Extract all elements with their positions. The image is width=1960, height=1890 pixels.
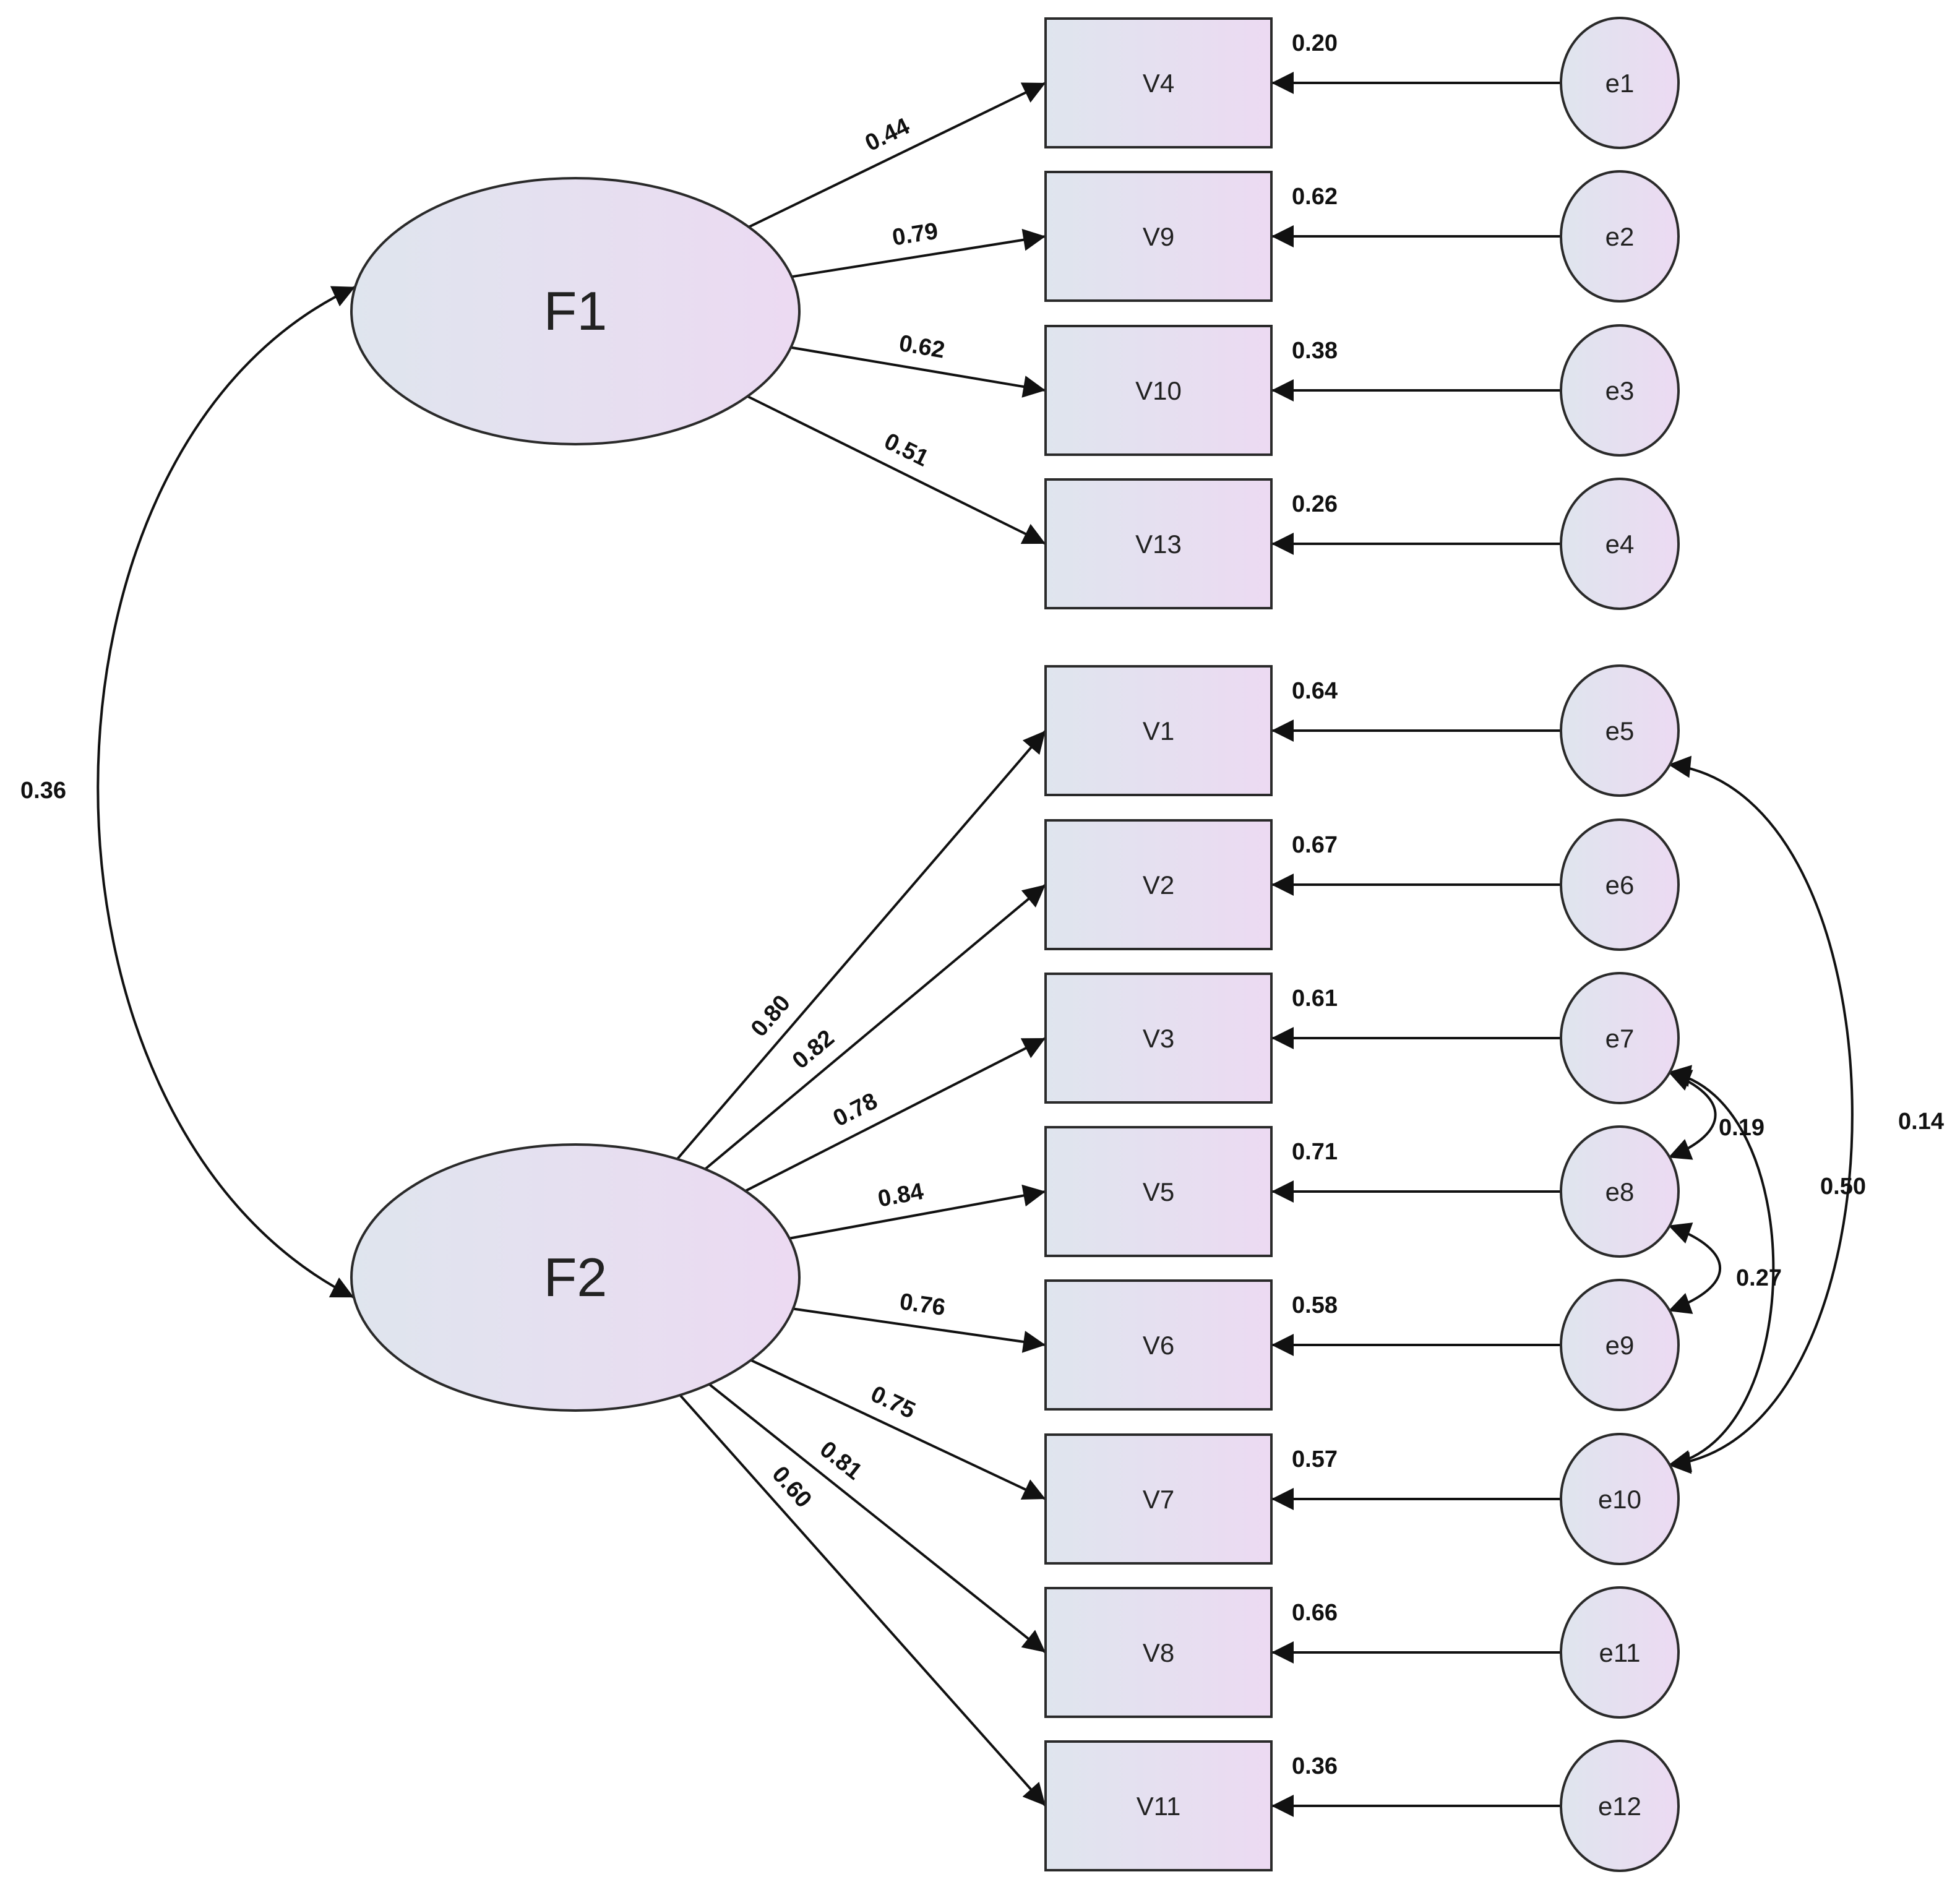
observed-V6 <box>1044 1279 1273 1411</box>
loading-label-V2: 0.82 <box>788 1025 840 1075</box>
error-label-e1: e1 <box>1605 69 1635 98</box>
observed-label-V10: V10 <box>1135 376 1182 405</box>
error-label-e12: e12 <box>1598 1792 1641 1821</box>
observed-V8 <box>1044 1587 1273 1718</box>
factor-F2 <box>350 1143 801 1412</box>
loading-label-V10: 0.62 <box>897 330 947 364</box>
observed-label-V7: V7 <box>1143 1485 1174 1514</box>
covariance-arc-e7-e8 <box>1667 1070 1717 1160</box>
loading-arrow-F2-V2 <box>704 883 1047 1171</box>
r-squared-label-V10: 0.38 <box>1292 338 1338 364</box>
loading-arrow-F1-V4 <box>748 82 1046 228</box>
r-squared-label-V13: 0.26 <box>1292 491 1338 517</box>
loading-arrow-F2-V5 <box>789 1184 1046 1240</box>
error-label-e11: e11 <box>1599 1638 1641 1667</box>
covariance-arc-e7-e10 <box>1668 1065 1775 1472</box>
loading-arrow-F2-V6 <box>793 1307 1046 1353</box>
covariance-label-F1-F2: 0.36 <box>20 778 66 804</box>
error-e7 <box>1560 972 1680 1104</box>
r-squared-label-V6: 0.58 <box>1292 1292 1338 1318</box>
error-e5 <box>1560 664 1680 797</box>
error-e8 <box>1560 1125 1680 1258</box>
loading-label-V8: 0.81 <box>815 1437 867 1485</box>
loading-label-V11: 0.60 <box>767 1461 817 1513</box>
error-e6 <box>1560 818 1680 951</box>
error-e12 <box>1560 1740 1680 1872</box>
error-e2 <box>1560 170 1680 303</box>
error-label-e8: e8 <box>1605 1177 1635 1206</box>
factor-label-F2: F2 <box>544 1247 608 1308</box>
loading-label-V5: 0.84 <box>876 1179 926 1213</box>
r-squared-label-V1: 0.64 <box>1292 678 1338 704</box>
loading-label-V1: 0.80 <box>746 990 796 1042</box>
observed-V2 <box>1044 819 1273 950</box>
loading-arrow-F2-V8 <box>708 1383 1047 1654</box>
observed-V1 <box>1044 665 1273 796</box>
error-label-e4: e4 <box>1605 530 1635 559</box>
r-squared-label-V9: 0.62 <box>1292 184 1338 210</box>
r-squared-label-V4: 0.20 <box>1292 30 1338 56</box>
loading-label-V9: 0.79 <box>890 218 940 251</box>
covariance-label-e8-e9: 0.27 <box>1736 1265 1782 1291</box>
observed-label-V4: V4 <box>1143 69 1174 98</box>
r-squared-label-V2: 0.67 <box>1292 832 1338 858</box>
covariance-label-e5-e10: 0.14 <box>1898 1109 1944 1135</box>
error-e3 <box>1560 324 1680 457</box>
observed-V9 <box>1044 171 1273 302</box>
observed-label-V8: V8 <box>1143 1638 1174 1667</box>
loading-label-V6: 0.76 <box>898 1289 947 1321</box>
error-label-e9: e9 <box>1605 1331 1635 1360</box>
observed-V7 <box>1044 1433 1273 1565</box>
observed-V13 <box>1044 478 1273 609</box>
loading-arrow-F1-V10 <box>790 346 1046 398</box>
covariance-label-e7-e10: 0.50 <box>1820 1174 1866 1200</box>
observed-label-V13: V13 <box>1135 530 1182 559</box>
observed-V3 <box>1044 973 1273 1104</box>
loading-arrow-F2-V11 <box>679 1394 1047 1807</box>
error-label-e3: e3 <box>1605 376 1635 405</box>
observed-label-V6: V6 <box>1143 1331 1174 1360</box>
error-e10 <box>1560 1433 1680 1565</box>
observed-label-V5: V5 <box>1143 1177 1174 1206</box>
observed-V11 <box>1044 1740 1273 1871</box>
error-e4 <box>1560 478 1680 610</box>
loading-arrow-F2-V3 <box>744 1037 1046 1192</box>
r-squared-label-V8: 0.66 <box>1292 1600 1338 1626</box>
error-label-e2: e2 <box>1605 222 1635 251</box>
error-label-e6: e6 <box>1605 870 1635 900</box>
observed-V4 <box>1044 17 1273 148</box>
loading-arrow-F2-V1 <box>676 729 1047 1160</box>
error-label-e7: e7 <box>1605 1024 1635 1053</box>
error-e11 <box>1560 1586 1680 1719</box>
factor-F1 <box>350 177 801 445</box>
factor-label-F1: F1 <box>544 280 608 341</box>
r-squared-label-V3: 0.61 <box>1292 986 1338 1012</box>
covariance-arc-e8-e9 <box>1667 1222 1722 1314</box>
observed-label-V1: V1 <box>1143 716 1174 745</box>
loading-arrow-F1-V9 <box>791 228 1046 278</box>
error-label-e10: e10 <box>1598 1485 1641 1514</box>
r-squared-label-V11: 0.36 <box>1292 1753 1338 1779</box>
covariance-arc-e5-e10 <box>1668 755 1854 1474</box>
covariance-arc-F1-F2 <box>97 285 356 1299</box>
r-squared-label-V5: 0.71 <box>1292 1139 1338 1165</box>
observed-label-V9: V9 <box>1143 222 1174 251</box>
observed-V5 <box>1044 1126 1273 1257</box>
observed-V10 <box>1044 325 1273 456</box>
observed-label-V2: V2 <box>1143 870 1174 900</box>
r-squared-label-V7: 0.57 <box>1292 1446 1338 1472</box>
observed-label-V3: V3 <box>1143 1024 1174 1053</box>
error-e1 <box>1560 17 1680 149</box>
loading-arrow-F2-V7 <box>750 1359 1046 1500</box>
covariance-label-e7-e8: 0.19 <box>1719 1115 1764 1141</box>
error-label-e5: e5 <box>1605 716 1635 745</box>
error-e9 <box>1560 1279 1680 1411</box>
observed-label-V11: V11 <box>1137 1792 1181 1821</box>
loading-arrow-F1-V13 <box>747 395 1046 545</box>
